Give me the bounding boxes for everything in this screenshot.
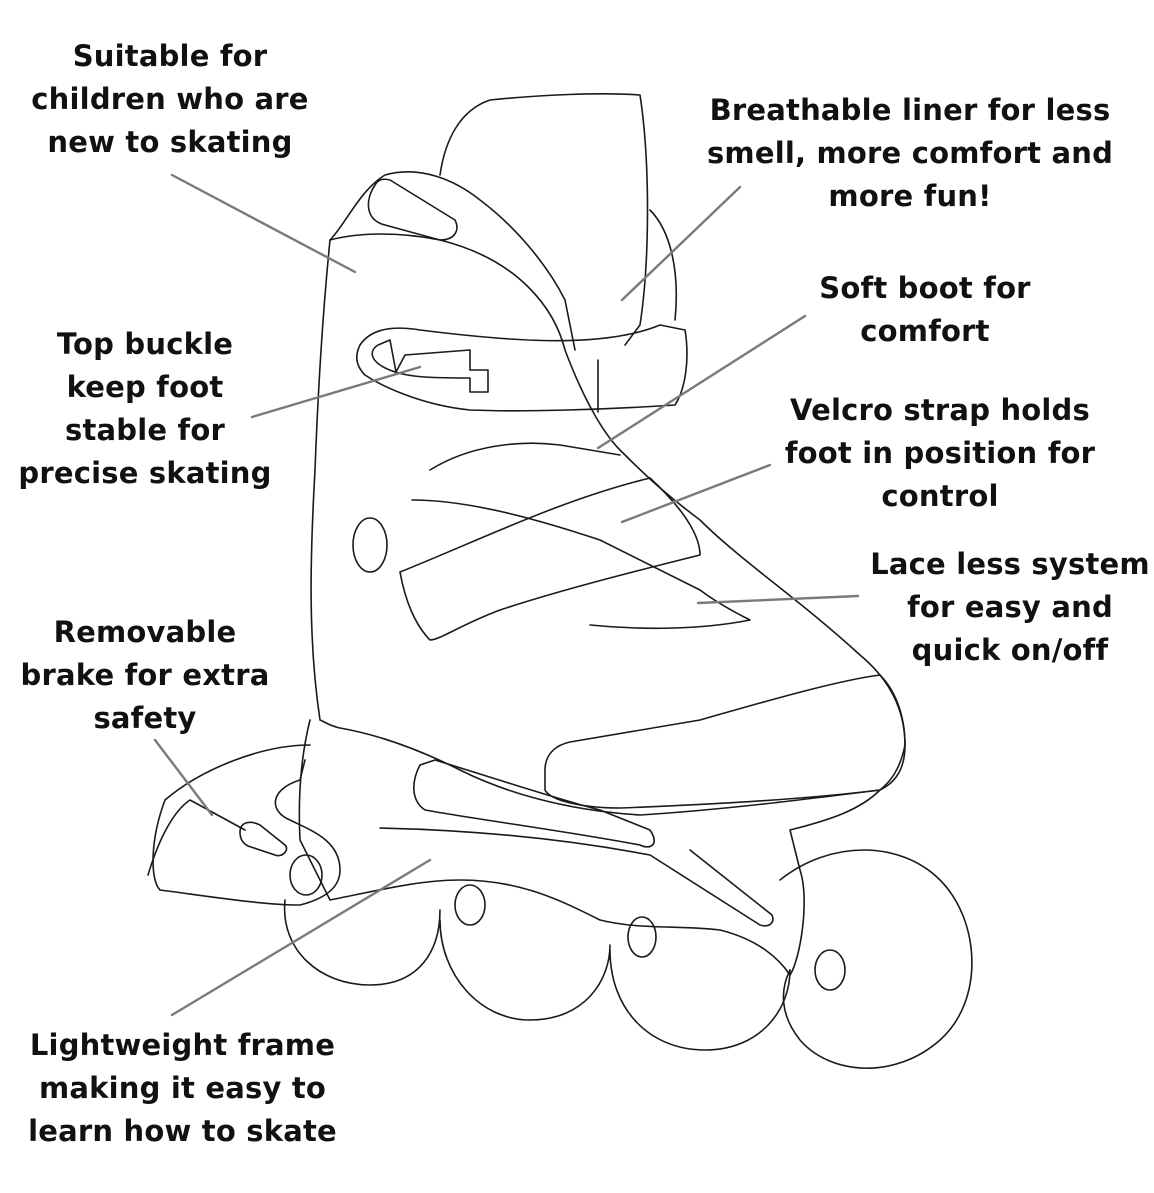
callout-text: safety — [93, 701, 197, 735]
callout-text: Lightweight frame — [29, 1028, 336, 1062]
callout-text: comfort — [860, 314, 990, 348]
velcro-strap — [399, 477, 701, 641]
leader-liner — [620, 185, 742, 302]
callout-text: Top buckle — [56, 327, 234, 361]
wheels — [283, 849, 973, 1069]
leader-brake — [153, 738, 214, 817]
liner-tongue — [439, 93, 649, 346]
callout-text: Removable — [53, 615, 237, 649]
frame-cutout — [379, 827, 774, 927]
brake-body — [152, 744, 341, 906]
leader-top-buckle — [250, 365, 422, 419]
callout-text: Lace less system — [870, 547, 1150, 581]
brake-pad — [147, 799, 246, 876]
top-opening — [367, 178, 458, 241]
callout-text: children who are — [31, 82, 309, 116]
buckle-strap — [355, 324, 688, 412]
callout-laceless: Lace less system for easy and quick on/o… — [860, 543, 1154, 672]
frame — [298, 719, 881, 991]
wheel-3 — [609, 949, 791, 1051]
callout-text: keep foot — [66, 370, 224, 404]
callout-text: more fun! — [828, 179, 992, 213]
axle-3 — [814, 949, 846, 991]
wheel-1 — [283, 899, 441, 986]
callout-text: control — [881, 479, 999, 513]
callout-liner: Breathable liner for less smell, more co… — [690, 89, 1130, 218]
callout-text: foot in position for — [784, 436, 1096, 470]
buckle-lever — [371, 339, 489, 393]
leader-suitable — [170, 173, 357, 274]
axle-2 — [627, 916, 657, 958]
callout-text: brake for extra — [20, 658, 270, 692]
brake-bolt — [289, 854, 323, 896]
leader-velcro — [620, 463, 772, 524]
callout-frame: Lightweight frame making it easy to lear… — [15, 1024, 350, 1153]
wheel-2 — [439, 919, 611, 1021]
callout-velcro: Velcro strap holds foot in position for … — [770, 389, 1110, 518]
callout-suitable: Suitable for children who are new to ska… — [20, 35, 320, 164]
callout-brake: Removable brake for extra safety — [10, 611, 280, 740]
boot-shell — [310, 233, 906, 816]
axle-1 — [454, 884, 486, 926]
callout-text: Suitable for — [72, 39, 268, 73]
lace-cover — [411, 499, 751, 630]
frame-top — [413, 759, 655, 848]
callout-text: Breathable liner for less — [709, 93, 1111, 127]
callout-text: precise skating — [18, 456, 272, 490]
callout-text: Soft boot for — [819, 271, 1031, 305]
callout-text: for easy and — [907, 590, 1113, 624]
frame-body — [298, 719, 881, 976]
toe-cap — [544, 674, 906, 809]
callout-text: smell, more comfort and — [706, 136, 1114, 170]
callout-soft-boot: Soft boot for comfort — [780, 267, 1070, 353]
leader-frame — [170, 858, 432, 1017]
boot — [310, 93, 906, 816]
callout-top-buckle: Top buckle keep foot stable for precise … — [10, 323, 280, 495]
brake — [147, 744, 341, 906]
wheel-4 — [779, 849, 973, 1069]
callout-text: making it easy to — [38, 1071, 327, 1105]
callout-text: stable for — [65, 413, 225, 447]
callout-text: quick on/off — [911, 633, 1109, 667]
callout-text: new to skating — [47, 125, 293, 159]
instep — [429, 442, 621, 471]
callout-text: learn how to skate — [28, 1114, 337, 1148]
brake-slot — [239, 821, 288, 857]
ankle-rivet — [352, 517, 388, 573]
leader-soft-boot — [596, 314, 807, 450]
callout-text: Velcro strap holds — [790, 393, 1090, 427]
leader-laceless — [696, 594, 860, 605]
shell-side — [329, 171, 576, 351]
